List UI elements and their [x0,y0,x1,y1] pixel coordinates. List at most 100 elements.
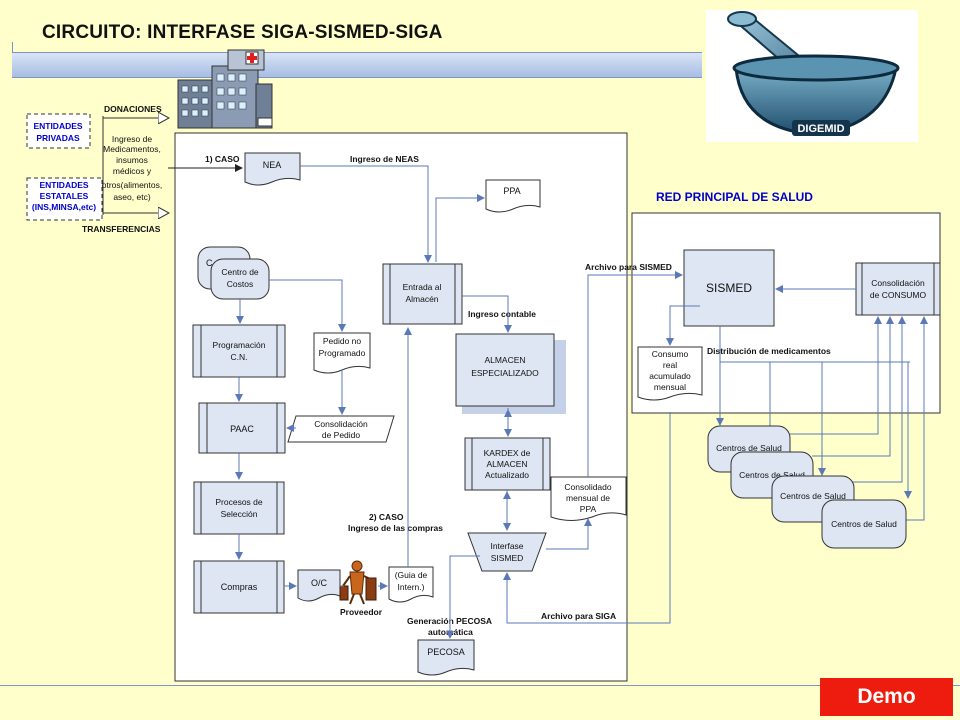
pedido-line1: Pedido no [323,336,362,346]
almacen-line2: ESPECIALIZADO [471,368,539,378]
consolidado-line1: Consolidado [564,482,612,492]
consumo-real-document [637,346,703,401]
ingreso-text-6: aseo, etc) [113,192,150,202]
ingreso-text-3: insumos [116,155,148,165]
consumo-consolidacion-line1: Consolidación [871,278,925,288]
ppa-label: PPA [503,186,520,196]
ingreso-text-4: médicos y [113,166,152,176]
guia-document [388,566,434,603]
centro-salud-4 [821,499,907,549]
entidades-privadas-line1: ENTIDADES [33,121,82,131]
pedido-no-programado-document [313,332,371,374]
entidades-privadas-line2: PRIVADAS [36,133,80,143]
nea-document [244,152,301,186]
kardex-line3: Actualizado [485,470,529,480]
sismed-box [683,249,775,327]
guia-line1: (Guia de [395,570,428,580]
proveedor-label: Proveedor [340,607,383,617]
oc-document [297,569,341,602]
entidades-privadas-box [26,113,91,149]
interfase-to-consolidado-arrow [546,518,592,550]
consolidacion-pedido-line1: Consolidación [314,419,368,429]
kardex-line1: KARDEX de [484,448,531,458]
sismed-label: SISMED [706,281,752,295]
return-arrow-4 [905,316,928,521]
paac-box [198,402,286,454]
interfase-line1: Interfase [490,541,523,551]
entidades-estatales-line1: ENTIDADES [39,180,88,190]
caso2-line2: Ingreso de las compras [348,523,443,533]
proveedor-icon [339,560,377,605]
return-arrow-2 [812,316,894,457]
procesos-seleccion-box [193,481,285,535]
pecosa-label: PECOSA [427,647,465,657]
hospital-icon [177,49,273,129]
consolidacion-pedido-line2: de Pedido [322,430,361,440]
generacion-pecosa-line2: automática [428,627,473,637]
centro-salud-1-label: Centros de Salud [716,443,782,453]
programacion-box [192,324,286,378]
procesos-line1: Procesos de [215,497,263,507]
archivo-sismed-arrow [587,271,683,477]
entrada-almacen-line1: Entrada al [403,282,442,292]
ingreso-text-5: otros(alimentos, [102,180,162,190]
sismed-to-consumo-arrow [666,305,700,346]
programacion-line1: Programación [213,340,266,350]
interfase-to-pecosa-arrow [446,555,480,639]
entrada-to-ppa-arrow [435,194,485,262]
consolidado-line3: PPA [580,504,597,514]
consumo-consolidacion-line2: de CONSUMO [870,290,927,300]
procesos-line2: Selección [221,509,258,519]
bottom-rule [0,685,960,686]
consumo-real-line4: mensual [654,382,686,392]
logo-text: DIGEMID [797,123,844,135]
centro-salud-4-label: Centros de Salud [831,519,897,529]
ingreso-text-2: Medicamentos, [103,144,161,154]
entrada-to-almacen-arrow [462,295,512,333]
donaciones-label: DONACIONES [104,104,162,114]
compras-label: Compras [221,582,258,592]
digemid-logo: DIGEMID [706,10,918,142]
entrada-almacen-line2: Almacén [405,294,438,304]
page-title: CIRCUITO: INTERFASE SIGA-SISMED-SIGA [42,22,443,43]
entidades-estatales-box [26,177,103,221]
consolidacion-pedido-shape [287,415,395,443]
consolidacion-consumo-box [855,262,941,316]
centro-costos-line2: Costos [227,279,253,289]
archivo-sismed-label: Archivo para SISMED [585,262,672,272]
title-bar [12,52,702,78]
left-panel: ENTIDADES PRIVADAS ENTIDADES ESTATALES (… [26,104,168,234]
programacion-line2: C.N. [231,352,248,362]
consolidado-line2: mensual de [566,493,610,503]
oc-label: O/C [311,578,328,588]
costos-to-pedido-arrow [269,279,346,332]
interfase-sismed-shape [467,532,547,572]
archivo-siga-arrow [503,412,671,624]
distribucion-label: Distribución de medicamentos [707,346,831,356]
caso2-line1: 2) CASO [369,512,404,522]
pedido-line2: Programado [319,348,366,358]
ingreso-neas-label: Ingreso de NEAS [350,154,419,164]
pecosa-document [417,639,475,676]
kardex-line2: ALMACEN [486,459,527,469]
ppa-document [485,179,541,213]
almacen-line1: ALMACEN [484,355,525,365]
return-arrow-1 [790,316,882,435]
demo-badge[interactable]: Demo [820,678,953,716]
centro-salud-2-label: Centros de Salud [739,470,805,480]
centro-costos-back-label: C [206,258,213,268]
interfase-line2: SISMED [491,553,524,563]
compras-box [193,560,285,614]
transferencias-label: TRANSFERENCIAS [82,224,161,234]
entrada-almacen-box [382,263,463,325]
paac-label: PAAC [230,424,254,434]
ingreso-text-1: Ingreso de [112,134,152,144]
return-arrow-3 [852,316,906,483]
entidades-estatales-line3: (INS,MINSA,etc) [32,202,96,212]
consumo-real-line2: real [663,360,677,370]
entidades-estatales-line2: ESTATALES [40,191,89,201]
red-title: RED PRINCIPAL DE SALUD [656,190,813,204]
archivo-siga-label: Archivo para SIGA [541,611,616,621]
centro-salud-3-label: Centros de Salud [780,491,846,501]
